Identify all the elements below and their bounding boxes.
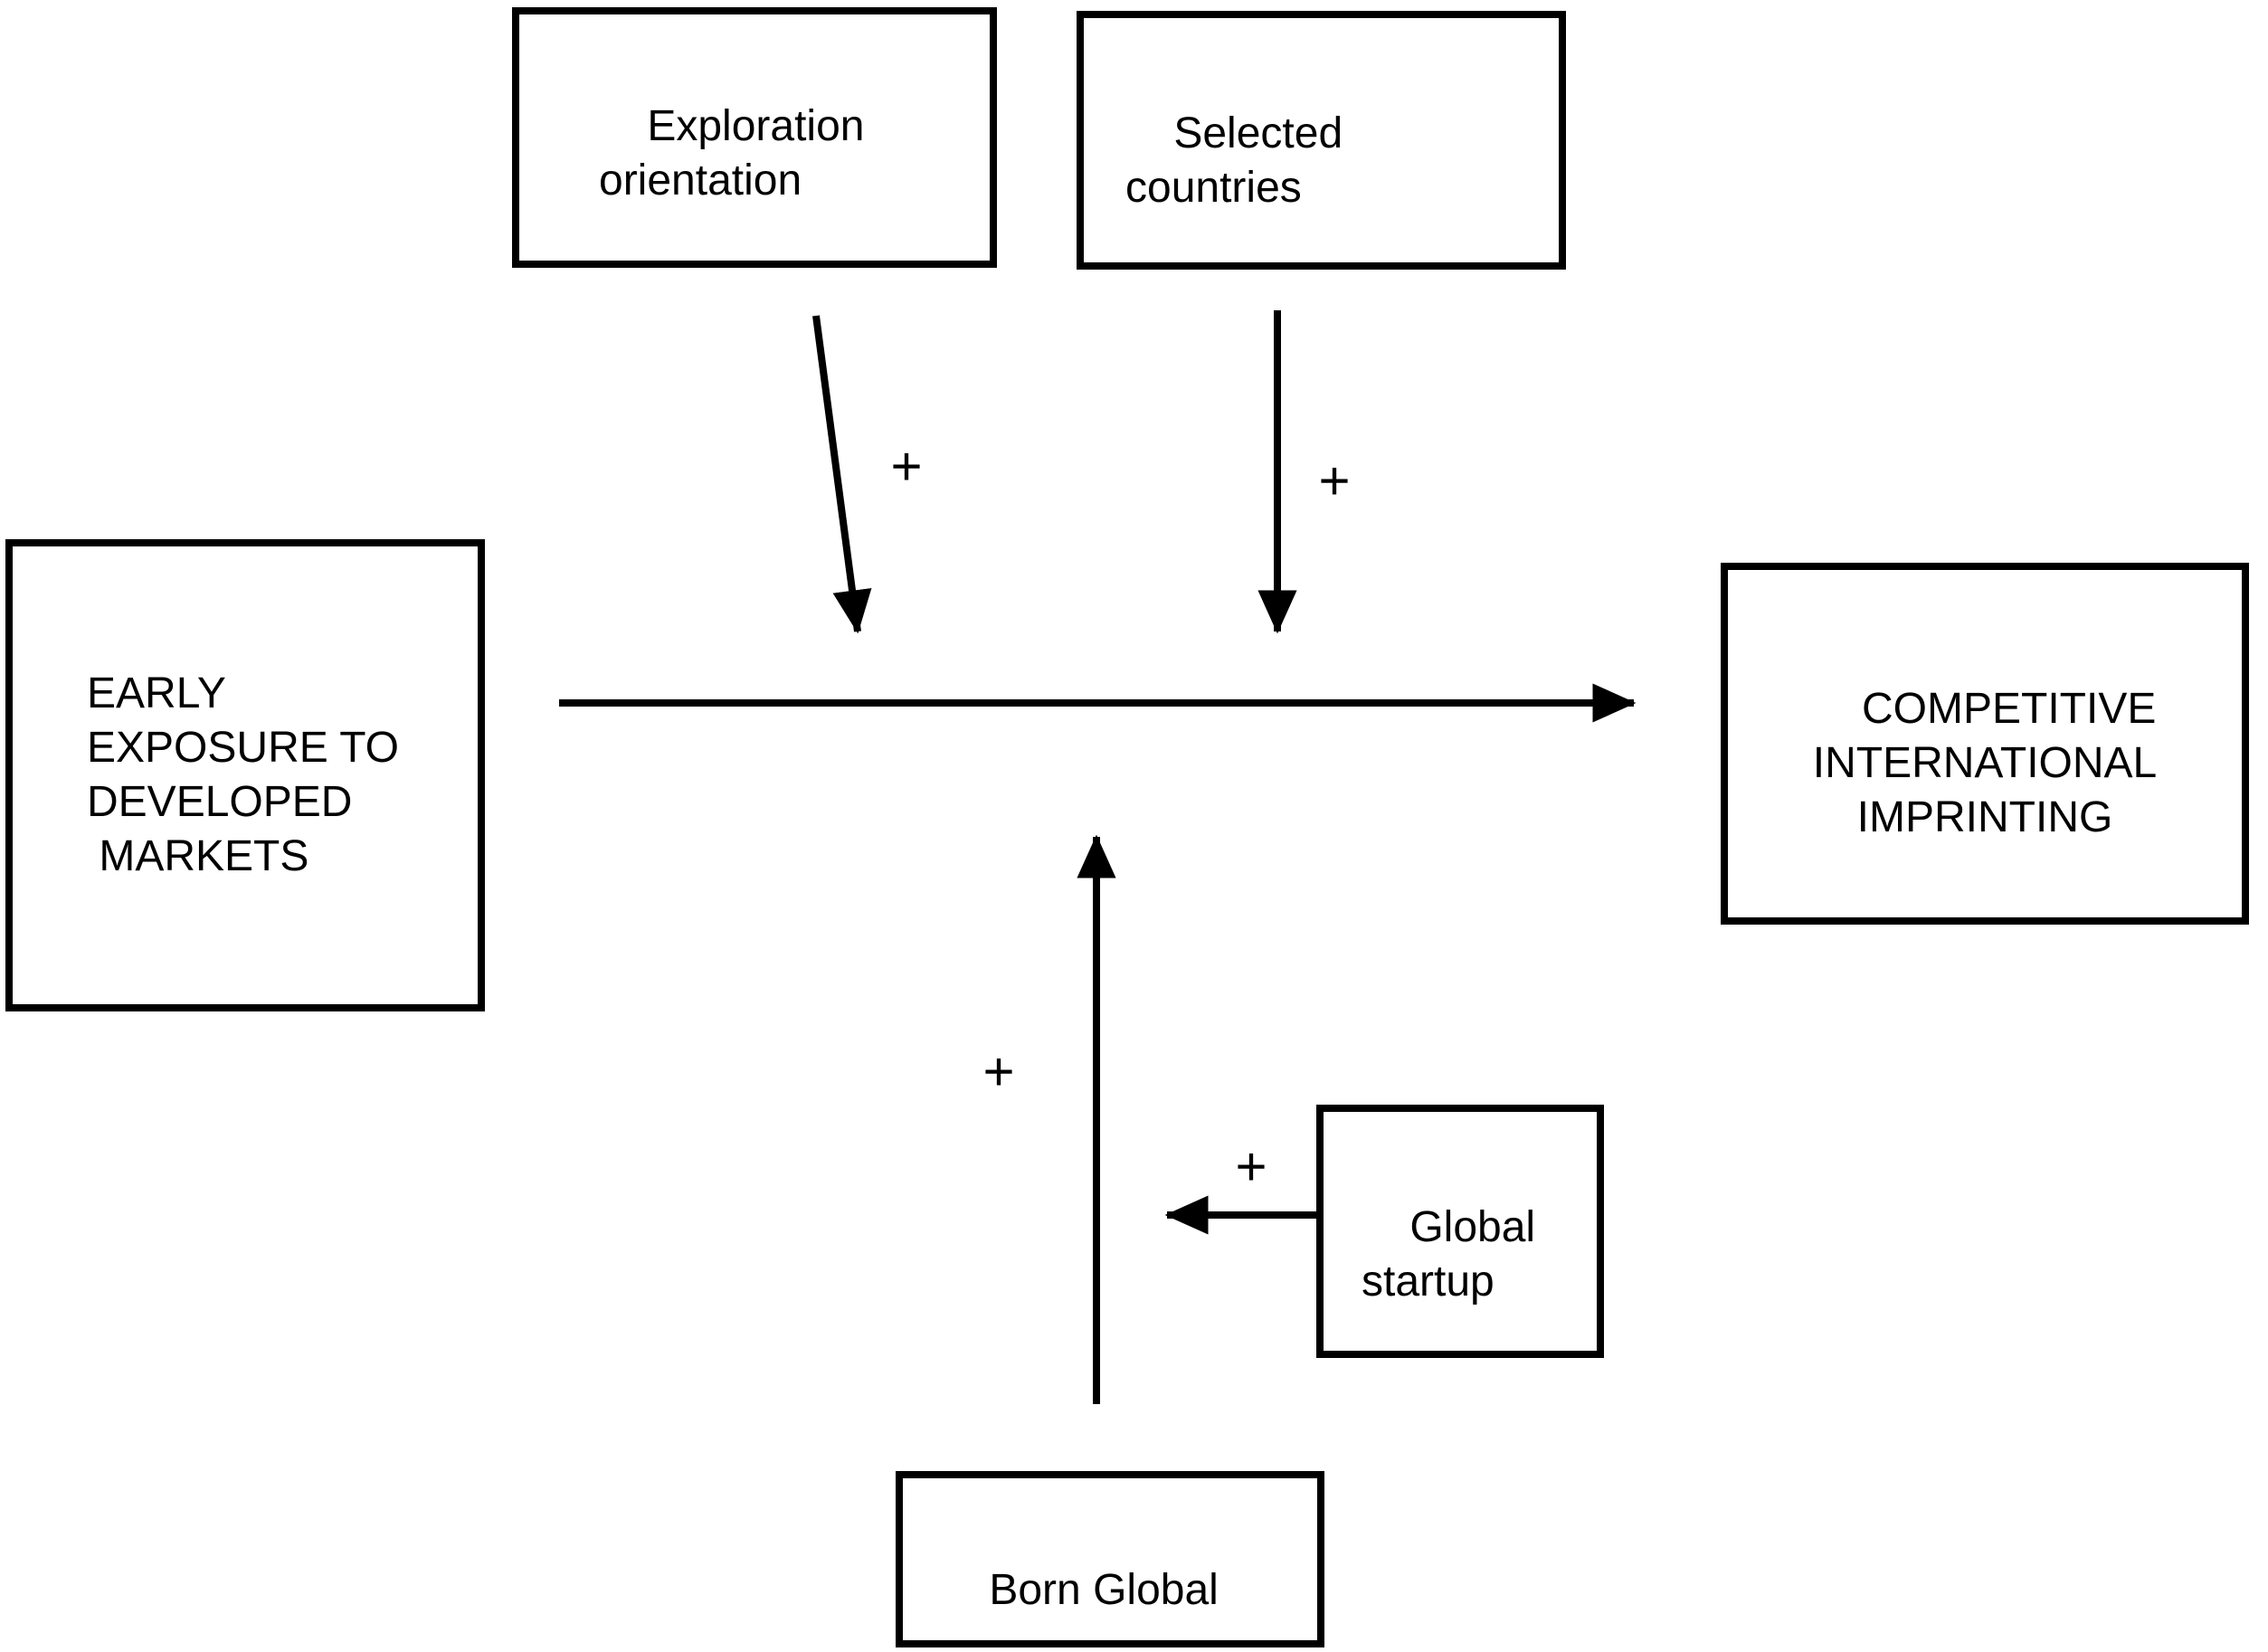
exploration-moderator-arrow [812, 315, 872, 634]
node-selected-countries: Selected countries [1077, 11, 1566, 270]
node-selected-label: Selected countries [1125, 109, 1343, 212]
node-born-label: Born Global [989, 1566, 1219, 1614]
node-global-startup: Global startup [1316, 1105, 1604, 1358]
node-early-exposure: EARLY EXPOSURE TO DEVELOPED MARKETS [5, 539, 485, 1011]
plus-sign-global-startup: + [1235, 1136, 1267, 1197]
node-exploration-label: Exploration orientation [599, 102, 865, 204]
node-exploration-orientation: Exploration orientation [512, 7, 997, 268]
node-early-label: EARLY EXPOSURE TO DEVELOPED MARKETS [87, 669, 399, 880]
node-global-label: Global startup [1362, 1203, 1536, 1305]
node-born-global: Born Global [896, 1471, 1324, 1647]
node-competitive-label: COMPETITIVE INTERNATIONAL IMPRINTING [1812, 685, 2158, 841]
plus-sign-exploration-moderator: + [890, 436, 923, 497]
plus-sign-born-global-moderator: + [982, 1041, 1015, 1102]
plus-sign-selected-moderator: + [1318, 451, 1351, 511]
node-competitive-international-imprinting: COMPETITIVE INTERNATIONAL IMPRINTING [1721, 563, 2249, 925]
